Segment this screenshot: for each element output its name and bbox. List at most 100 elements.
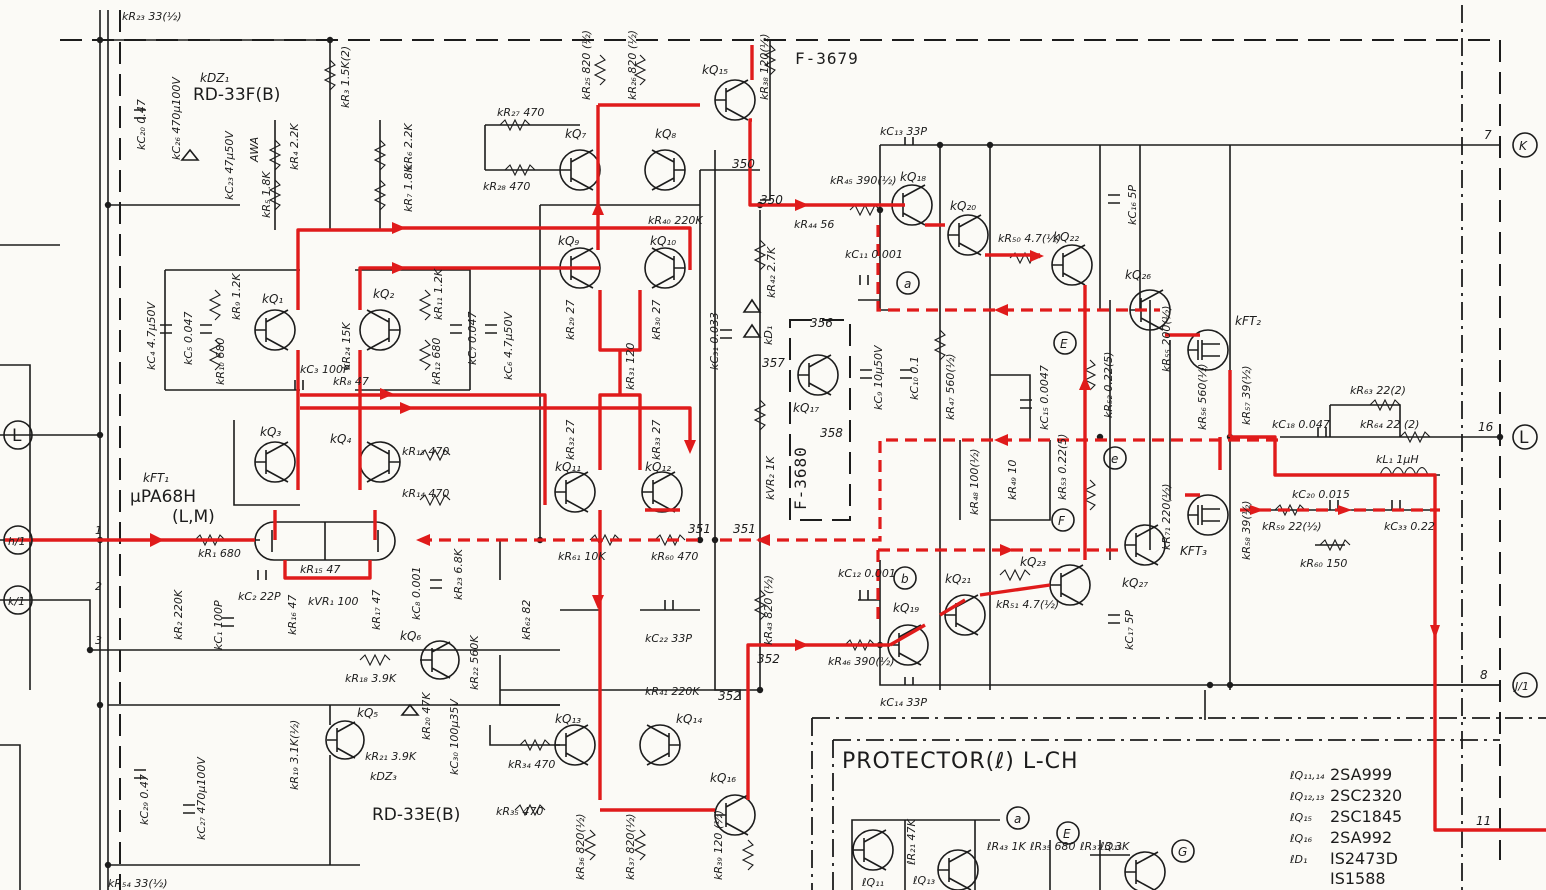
- terminal-k-right: [1512, 132, 1538, 158]
- label-kr27: kR₂₇ 470: [497, 106, 544, 119]
- path-q1-stack: [296, 228, 395, 490]
- upper-resistor-column: [274, 40, 381, 230]
- label-kr52: kR₅₂ 0.22(5): [1102, 352, 1115, 418]
- capacitor-plates-left: [134, 109, 497, 814]
- resistor-kr43-zigzag: [753, 589, 767, 621]
- resistor-kr47-zigzag: [933, 329, 947, 361]
- terminal-k-right-label: K: [1519, 139, 1528, 153]
- terminal-l-left: [3, 420, 33, 450]
- label-kq18: kQ₁₈: [900, 170, 926, 184]
- label-kdz1: kDZ₁: [200, 71, 229, 85]
- label-kr5: kR₅ 1.8K: [260, 171, 273, 218]
- label-kr12: kR₁₂ 680: [430, 338, 443, 385]
- transistor-kq21-symbol: [944, 594, 986, 636]
- k1-line: [0, 599, 91, 650]
- capacitor-plates-right: [664, 137, 1401, 685]
- semi-type-3: 2SC1845: [1330, 807, 1402, 826]
- label-kc5: kC₅ 0.047: [182, 312, 195, 365]
- text-labels: F-3679 F-3680 PROTECTOR(ℓ) L-CH RD-33F(B…: [8, 10, 1529, 890]
- transistor-kq17-symbol: [797, 354, 839, 396]
- label-kr47: kR₄₇ 560(½): [944, 353, 957, 420]
- vas-left-column: [539, 204, 700, 540]
- label-kr24: kR₂₄ 15K: [340, 322, 353, 370]
- protector-lq11-symbol: [852, 829, 894, 871]
- label-kr71: kR₇₁ 220(½): [1160, 483, 1173, 550]
- resistor-kr34-kr35-zigzag: [514, 738, 551, 817]
- path-q11-q16: [598, 510, 715, 812]
- transistor-kq11-symbol: [554, 471, 596, 513]
- feedback-low: [499, 540, 560, 706]
- transistor-kq1-symbol: [254, 309, 296, 351]
- semi-ref-3: ℓQ₁₅: [1289, 811, 1312, 824]
- terminal-E2-label: E: [1063, 827, 1071, 841]
- path-ltp: [273, 510, 377, 580]
- label-kq12: kQ₁₂: [645, 460, 671, 474]
- label-kr45: kR₄₅ 390(½): [830, 174, 897, 187]
- output-verticals: [939, 145, 1231, 690]
- path-kft3: [1185, 437, 1222, 497]
- path-output: [1165, 333, 1546, 832]
- transistor-kq15-symbol: [714, 79, 756, 121]
- label-kr55: kR₅₅ 200(½): [1160, 305, 1173, 372]
- label-kr60b: kR₆₀ 150: [1300, 557, 1347, 570]
- transistor-kq16-symbol: [714, 794, 756, 836]
- semiconductor-list: ℓQ₁₁,₁₄ 2SA999 ℓQ₁₂,₁₃ 2SC2320 ℓQ₁₅ 2SC1…: [1289, 765, 1402, 888]
- label-kr6: kR₆ 2.2K: [402, 123, 415, 170]
- path-q2-stack: [358, 266, 600, 490]
- terminal-j1-label: J/1: [1513, 680, 1529, 693]
- label-kc8: kC₈ 0.001: [410, 567, 423, 620]
- transistor-kq2-symbol: [359, 309, 401, 351]
- resistor-kr36-kr37-kr39-zigzag: [583, 829, 755, 871]
- label-kq10: kQ₁₀: [650, 234, 676, 248]
- driver-lower-rail: [879, 560, 1500, 686]
- label-kr11: kR₁₁ 1.2K: [432, 268, 445, 320]
- label-kft2: kFT₂: [1235, 314, 1261, 328]
- label-kr62: kR₆₂ 82: [520, 600, 533, 640]
- label-kr56: kR₅₆ 560(½): [1196, 363, 1209, 430]
- label-kr61: kR₆₁ 10K: [558, 550, 606, 563]
- resistor-kr38-zigzag: [763, 44, 777, 76]
- pin-11: 11: [1476, 814, 1491, 828]
- label-awa: AWA: [248, 137, 261, 163]
- transistor-kq20-symbol: [947, 214, 989, 256]
- diode-part-lower: RD-33E(B): [372, 805, 460, 825]
- label-kc12: kC₁₂ 0.001: [838, 567, 896, 580]
- label-kr9: kR₉ 1.2K: [230, 273, 243, 320]
- label-lr21: ℓR₂₁ 47K: [905, 819, 918, 867]
- label-kr30: kR₃₀ 27: [650, 300, 663, 340]
- label-kc13: kC₁₃ 33P: [880, 125, 927, 138]
- c15-network: [990, 374, 1051, 521]
- label-kc6: kC₆ 4.7μ50V: [502, 311, 515, 380]
- resistor-kr7-zigzag: [373, 179, 387, 211]
- transistors: [254, 79, 1229, 836]
- label-kr28: kR₂₈ 470: [483, 180, 530, 193]
- label-kr51: kR₅₁ 4.7(½): [996, 598, 1059, 611]
- label-kr23b: kR₂₃ 6.8K: [452, 548, 465, 600]
- label-kc3: kC₃ 100P: [300, 363, 350, 376]
- board-id-sub: F-3680: [791, 446, 810, 510]
- label-kc30: kC₃₀ 100μ35V: [448, 698, 461, 775]
- label-kr33: kR₃₃ 27: [650, 420, 663, 460]
- label-kr59: kR₅₉ 22(½): [1262, 520, 1322, 533]
- node-357: 357: [762, 356, 785, 370]
- label-kr42: kR₄₂ 2.7K: [765, 246, 778, 298]
- label-lr35: ℓR₃₅ 680: [1029, 840, 1076, 853]
- label-kq27: kQ₂₇: [1122, 576, 1148, 590]
- passive-components: [134, 44, 1431, 871]
- label-kvr1: kVR₁ 100: [308, 595, 358, 608]
- transistor-kq27-symbol: [1124, 524, 1166, 566]
- label-kr26: kR₂₆ 820 (½): [626, 30, 639, 100]
- label-kq22: kQ₂₂: [1053, 230, 1079, 244]
- node-352b: 352: [718, 689, 741, 703]
- label-grade: (L,M): [172, 507, 215, 527]
- label-kr18: kR₁₈ 3.9K: [345, 672, 397, 685]
- terminal-E2: [1056, 821, 1080, 845]
- resistor-kr5-zigzag: [268, 179, 282, 211]
- margin-line-bottom: [0, 744, 21, 890]
- label-kr60: kR₆₀ 470: [651, 550, 698, 563]
- terminal-k1-label: k/1: [8, 595, 25, 608]
- label-kr44: kR₄₄ 56: [794, 218, 834, 231]
- terminal-l-right: [1512, 424, 1538, 450]
- node-352a: 352: [757, 652, 780, 666]
- path-feedback-dashed: [420, 438, 1280, 542]
